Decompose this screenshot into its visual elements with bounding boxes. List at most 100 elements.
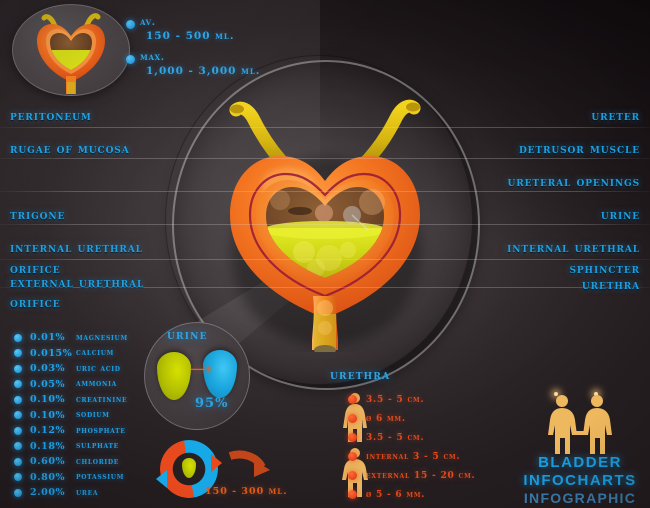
blue-dot-icon <box>14 333 22 342</box>
label-urethra-right: Urethra <box>581 277 640 292</box>
couple-icon <box>548 395 612 454</box>
urethra-stat-row: Ø 5 - 6 mm. <box>348 485 475 504</box>
urethra-female-diameter: Ø 6 mm. <box>366 413 406 424</box>
blue-dot-icon <box>14 473 22 482</box>
urine-volume-label: 150 - 300 ml. <box>205 486 288 497</box>
composition-substance: Phosphate <box>76 425 126 436</box>
urethra-stat-row: Internal 3 - 5 cm. <box>348 447 475 466</box>
composition-percent: 0.01% <box>30 332 66 344</box>
label-detrusor-muscle: Detrusor Muscle <box>518 141 640 156</box>
label-internal-urethral: Internal Urethral <box>10 240 143 255</box>
capacity-key: Av. <box>140 17 156 28</box>
composition-substance: Uric Acid <box>76 363 121 374</box>
callout-line <box>0 259 650 260</box>
red-dot-icon <box>348 414 357 423</box>
composition-percent: 0.05% <box>30 378 66 390</box>
urethra-stat-row: 3.5 - 5 cm. <box>348 428 424 447</box>
urine-section-title: Urine <box>167 328 208 343</box>
composition-substance: Sulphate <box>76 441 119 452</box>
callout-line <box>0 191 650 192</box>
blue-dot-icon <box>14 380 22 389</box>
urine-water-percent: 95% <box>195 396 229 411</box>
capacity-value: 1,000 - 3,000 ml. <box>146 65 261 77</box>
bladder-diagram-inset <box>37 13 105 94</box>
composition-substance: Potassium <box>76 472 125 483</box>
composition-percent: 0.60% <box>30 456 66 468</box>
composition-percent: 0.03% <box>30 363 66 375</box>
composition-substance: Calcium <box>76 348 115 359</box>
label-orifice-1: Orifice <box>10 261 61 276</box>
callout-line <box>0 127 650 128</box>
capacity-list: Av. 150 - 500 ml. Max. 1,000 - 3,000 ml. <box>126 17 260 82</box>
red-dot-icon <box>348 433 357 442</box>
composition-percent: 2.00% <box>30 487 66 499</box>
composition-row: 0.60% Chloride <box>14 454 128 470</box>
composition-substance: Creatinine <box>76 394 128 405</box>
arrow-right-icon: ⟶ <box>190 360 212 378</box>
composition-row: 0.10%Creatinine <box>14 392 128 408</box>
label-urine: Urine <box>600 207 640 222</box>
label-external-urethral: External Urethral <box>10 275 145 290</box>
composition-substance: Chloride <box>76 456 120 467</box>
red-dot-icon <box>348 471 357 480</box>
composition-row: 0.10%Sodium <box>14 408 128 424</box>
urethra-male-diameter: Ø 5 - 6 mm. <box>366 489 426 500</box>
composition-percent: 0.18% <box>30 440 66 452</box>
urethra-male-stats: Internal 3 - 5 cm. External 15 - 20 cm. … <box>348 447 475 504</box>
blue-dot-icon <box>126 55 135 64</box>
label-ureteral-openings: Ureteral Openings <box>507 174 640 189</box>
composition-percent: 0.10% <box>30 409 66 421</box>
brand-line-1: BLADDER <box>538 454 622 471</box>
blue-dot-icon <box>14 349 22 358</box>
capacity-item: Av. 150 - 500 ml. <box>126 17 260 42</box>
label-internal-urethral-right: Internal Urethral <box>507 240 640 255</box>
blue-dot-icon <box>14 395 22 404</box>
composition-row: 0.18% Sulphate <box>14 439 128 455</box>
urethra-female-length: 3.5 - 5 cm. <box>366 394 425 405</box>
brand-line-2: INFOCHARTS <box>523 472 637 489</box>
branding-block: BLADDER INFOCHARTS INFOGRAPHIC <box>520 392 640 506</box>
blue-dot-icon <box>14 411 22 420</box>
blue-dot-icon <box>14 488 22 497</box>
composition-row: 0.015%Calcium <box>14 346 128 362</box>
urethra-stat-row: Ø 6 mm. <box>348 409 424 428</box>
red-dot-icon <box>348 395 357 404</box>
urethra-stat-row: External 15 - 20 cm. <box>348 466 475 485</box>
urethra-female-stats: 3.5 - 5 cm. Ø 6 mm. 3.5 - 5 cm. <box>348 390 424 447</box>
capacity-value: 150 - 500 ml. <box>146 30 235 42</box>
composition-row: 2.00%Urea <box>14 485 128 501</box>
curved-arrow-icon <box>228 450 270 477</box>
composition-substance: Magnesium <box>76 332 128 343</box>
blue-dot-icon <box>14 426 22 435</box>
callout-line <box>0 158 650 159</box>
urethra-male-internal: Internal 3 - 5 cm. <box>366 451 461 462</box>
composition-percent: 0.80% <box>30 471 66 483</box>
bladder-diagram-main <box>229 99 421 352</box>
composition-row: 0.80% Potassium <box>14 470 128 486</box>
blue-dot-icon <box>126 20 135 29</box>
recycle-arrow-blue <box>156 470 167 488</box>
callout-line <box>0 224 650 225</box>
blue-dot-icon <box>14 364 22 373</box>
composition-percent: 0.12% <box>30 425 66 437</box>
urethra-section-title: Urethra <box>330 368 391 383</box>
label-peritoneum: Peritoneum <box>10 108 92 123</box>
composition-substance: Ammonia <box>76 379 118 390</box>
label-sphincter: Sphincter <box>569 261 640 276</box>
composition-row: 0.03% Uric Acid <box>14 361 128 377</box>
label-trigone: Trigone <box>10 207 66 222</box>
capacity-item: Max. 1,000 - 3,000 ml. <box>126 52 260 77</box>
label-rugae-of-mucosa: Rugae of Mucosa <box>10 141 130 156</box>
composition-row: 0.01% Magnesium <box>14 330 128 346</box>
couple-figures <box>520 392 640 454</box>
urethra-male-external: External 15 - 20 cm. <box>366 470 476 481</box>
blue-dot-icon <box>14 442 22 451</box>
composition-percent: 0.015% <box>30 347 73 359</box>
blue-dot-icon <box>14 457 22 466</box>
composition-row: 0.05% Ammonia <box>14 377 128 393</box>
red-dot-icon <box>348 490 357 499</box>
capacity-key: Max. <box>140 52 165 63</box>
urethra-female-length-2: 3.5 - 5 cm. <box>366 432 425 443</box>
urine-composition-list: 0.01%Magnesium0.015%Calcium0.03%Uric Aci… <box>14 330 128 501</box>
